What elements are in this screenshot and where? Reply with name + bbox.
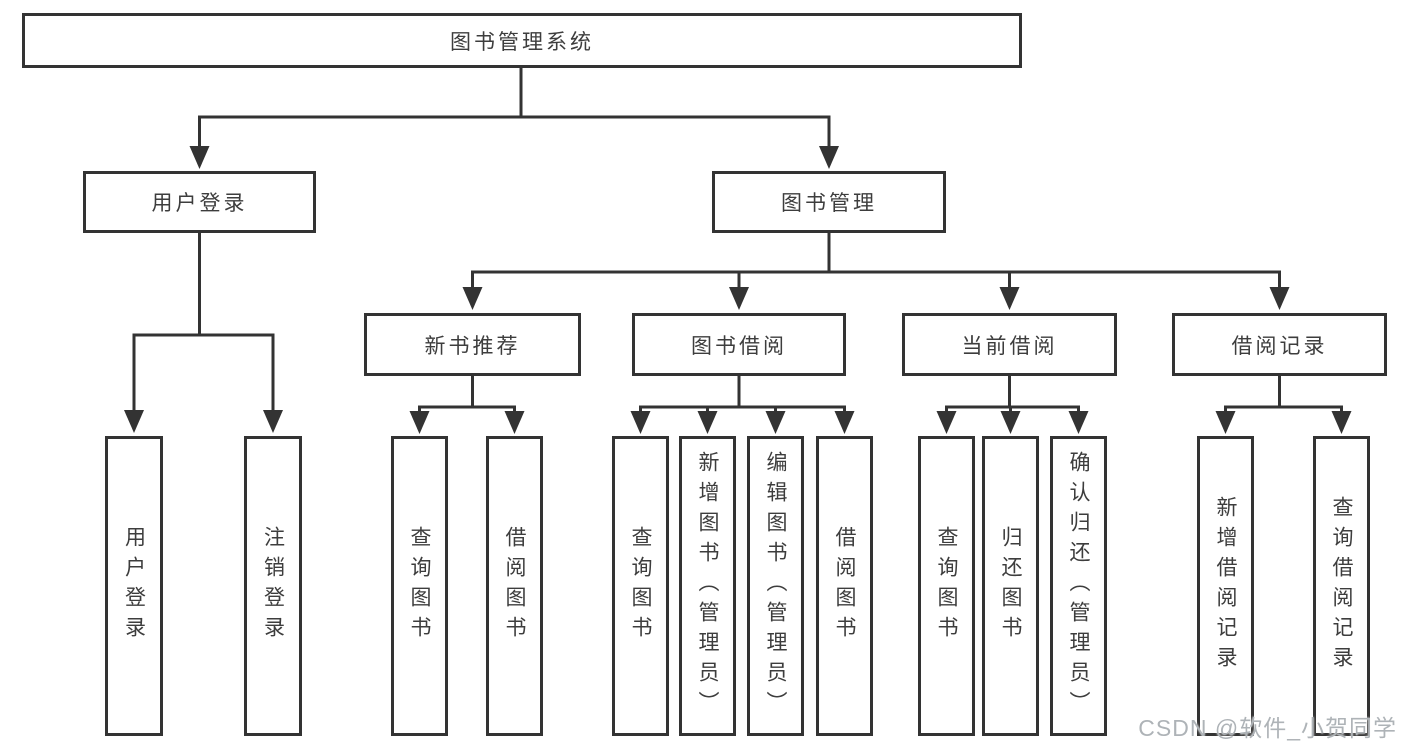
connector-user-login-branch <box>124 233 283 433</box>
node-label: 查询图书 <box>935 526 959 646</box>
node-label: 新增借阅记录 <box>1214 496 1238 676</box>
leaf-query-books-current: 查询图书 <box>918 436 975 736</box>
leaf-add-books-admin: 新增图书（管理员） <box>679 436 736 736</box>
leaf-logout: 注销登录 <box>244 436 302 736</box>
node-label: 新增图书（管理员） <box>696 451 720 721</box>
connector-book-borrow-branch <box>630 376 855 434</box>
connector-current-borrow-branch <box>936 376 1089 434</box>
leaf-query-books-recommend: 查询图书 <box>391 436 448 736</box>
node-root-library-system: 图书管理系统 <box>22 13 1022 68</box>
leaf-return-books: 归还图书 <box>982 436 1039 736</box>
node-new-book-recommend: 新书推荐 <box>364 313 581 376</box>
leaf-confirm-return-admin: 确认归还（管理员） <box>1050 436 1107 736</box>
connector-root-to-level2 <box>189 68 839 169</box>
node-label: 用户登录 <box>151 192 248 215</box>
node-label: 查询图书 <box>408 526 432 646</box>
node-user-login-module: 用户登录 <box>83 171 316 233</box>
node-label: 借阅记录 <box>1231 334 1328 358</box>
node-book-management-module: 图书管理 <box>712 171 946 233</box>
leaf-edit-books-admin: 编辑图书（管理员） <box>747 436 804 736</box>
node-label: 当前借阅 <box>961 334 1058 358</box>
node-label: 借阅图书 <box>503 526 527 646</box>
leaf-borrow-books-recommend: 借阅图书 <box>486 436 543 736</box>
node-label: 注销登录 <box>261 526 285 646</box>
leaf-user-login: 用户登录 <box>105 436 163 736</box>
node-label: 借阅图书 <box>833 526 857 646</box>
node-label: 确认归还（管理员） <box>1067 451 1091 721</box>
connector-new-book-branch <box>409 376 525 434</box>
csdn-watermark: CSDN @软件_小贺同学 <box>1138 715 1397 741</box>
node-label: 查询借阅记录 <box>1330 496 1354 676</box>
leaf-query-books-borrow: 查询图书 <box>612 436 669 736</box>
node-label: 图书管理系统 <box>450 30 594 54</box>
node-label: 图书管理 <box>781 192 877 215</box>
leaf-query-borrow-record: 查询借阅记录 <box>1313 436 1370 736</box>
node-label: 编辑图书（管理员） <box>764 451 788 721</box>
connector-book-management-branch <box>462 233 1290 310</box>
node-label: 图书借阅 <box>691 334 787 358</box>
node-label: 归还图书 <box>999 526 1023 646</box>
connector-borrow-record-branch <box>1215 376 1352 434</box>
node-label: 新书推荐 <box>424 334 521 358</box>
leaf-borrow-books: 借阅图书 <box>816 436 873 736</box>
node-current-borrow: 当前借阅 <box>902 313 1117 376</box>
node-borrow-record: 借阅记录 <box>1172 313 1387 376</box>
node-label: 用户登录 <box>122 526 146 646</box>
node-label: 查询图书 <box>629 526 653 646</box>
node-book-borrow: 图书借阅 <box>632 313 846 376</box>
leaf-add-borrow-record: 新增借阅记录 <box>1197 436 1254 736</box>
